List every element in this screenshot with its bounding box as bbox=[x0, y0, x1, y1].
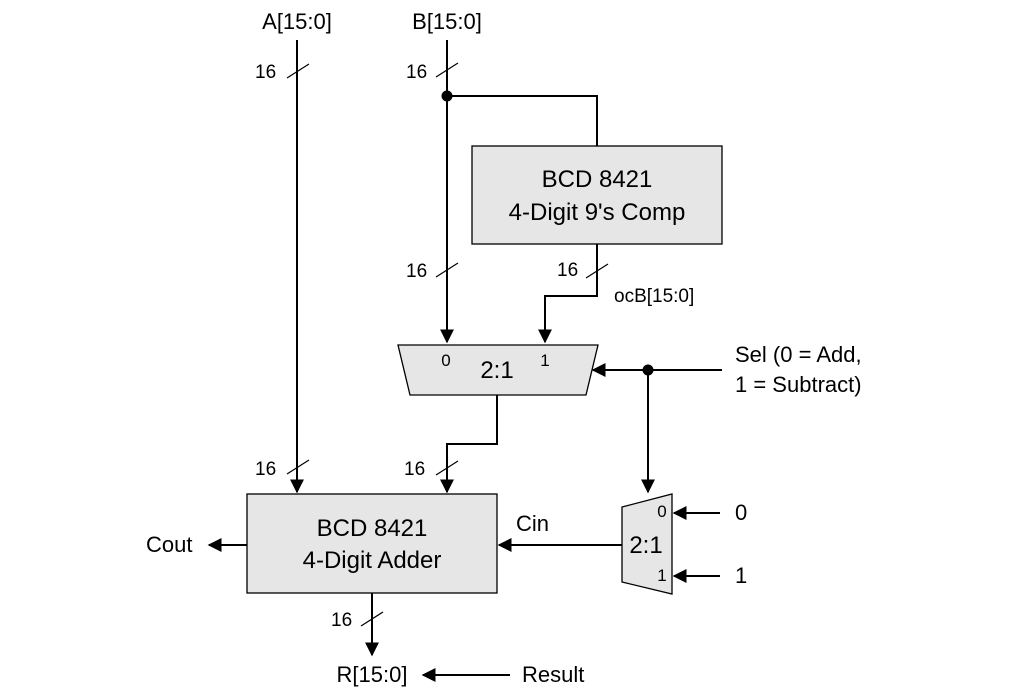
bus-slash-b-top bbox=[435, 62, 459, 78]
input-a-label: A[15:0] bbox=[262, 9, 332, 34]
bus-slash-a-bottom bbox=[286, 459, 310, 475]
complement-block-line2: 4-Digit 9's Comp bbox=[509, 199, 686, 226]
complement-block bbox=[471, 145, 723, 245]
wire-mux-to-adder bbox=[440, 395, 498, 494]
bus-slash-a-top bbox=[286, 63, 310, 79]
sel-label-line1: Sel (0 = Add, bbox=[735, 342, 862, 367]
bus-width-result: 16 bbox=[331, 610, 352, 631]
bus-width-b-mid: 16 bbox=[406, 261, 427, 282]
bus-slash-b-mid bbox=[435, 262, 459, 278]
complement-block-line1: BCD 8421 bbox=[542, 166, 653, 193]
ocb-label: ocB[15:0] bbox=[614, 286, 694, 307]
input-b-label: B[15:0] bbox=[412, 9, 482, 34]
bus-slash-mux-out bbox=[435, 460, 459, 476]
bus-width-mux-out: 16 bbox=[404, 459, 425, 480]
bus-slash-ocb bbox=[585, 263, 609, 279]
mux-c-in0-label: 0 bbox=[657, 502, 666, 521]
result-label: Result bbox=[522, 662, 584, 687]
result-bus-label: R[15:0] bbox=[337, 662, 408, 687]
wire-ocb bbox=[538, 244, 598, 344]
const1-label: 1 bbox=[735, 563, 747, 588]
mux-c-in1-label: 1 bbox=[657, 566, 666, 585]
bus-width-ocb: 16 bbox=[557, 260, 578, 281]
bus-width-b-top: 16 bbox=[406, 62, 427, 83]
mux-c bbox=[621, 493, 673, 595]
cout-label: Cout bbox=[146, 532, 192, 557]
sel-label-line2: 1 = Subtract) bbox=[735, 372, 862, 397]
mux-c-label: 2:1 bbox=[629, 532, 662, 559]
adder-block bbox=[246, 493, 498, 594]
bus-slash-result bbox=[360, 611, 384, 627]
const0-label: 0 bbox=[735, 500, 747, 525]
cin-label: Cin bbox=[516, 511, 549, 536]
mux-b-in1-label: 1 bbox=[540, 351, 549, 370]
mux-b bbox=[397, 344, 599, 396]
wire-b-to-comp bbox=[447, 95, 598, 146]
mux-b-label: 2:1 bbox=[480, 357, 513, 384]
adder-block-line1: BCD 8421 bbox=[317, 515, 428, 542]
mux-b-in0-label: 0 bbox=[441, 351, 450, 370]
bus-width-a-top: 16 bbox=[255, 62, 276, 83]
bus-width-a-bottom: 16 bbox=[255, 459, 276, 480]
adder-block-line2: 4-Digit Adder bbox=[303, 547, 442, 574]
